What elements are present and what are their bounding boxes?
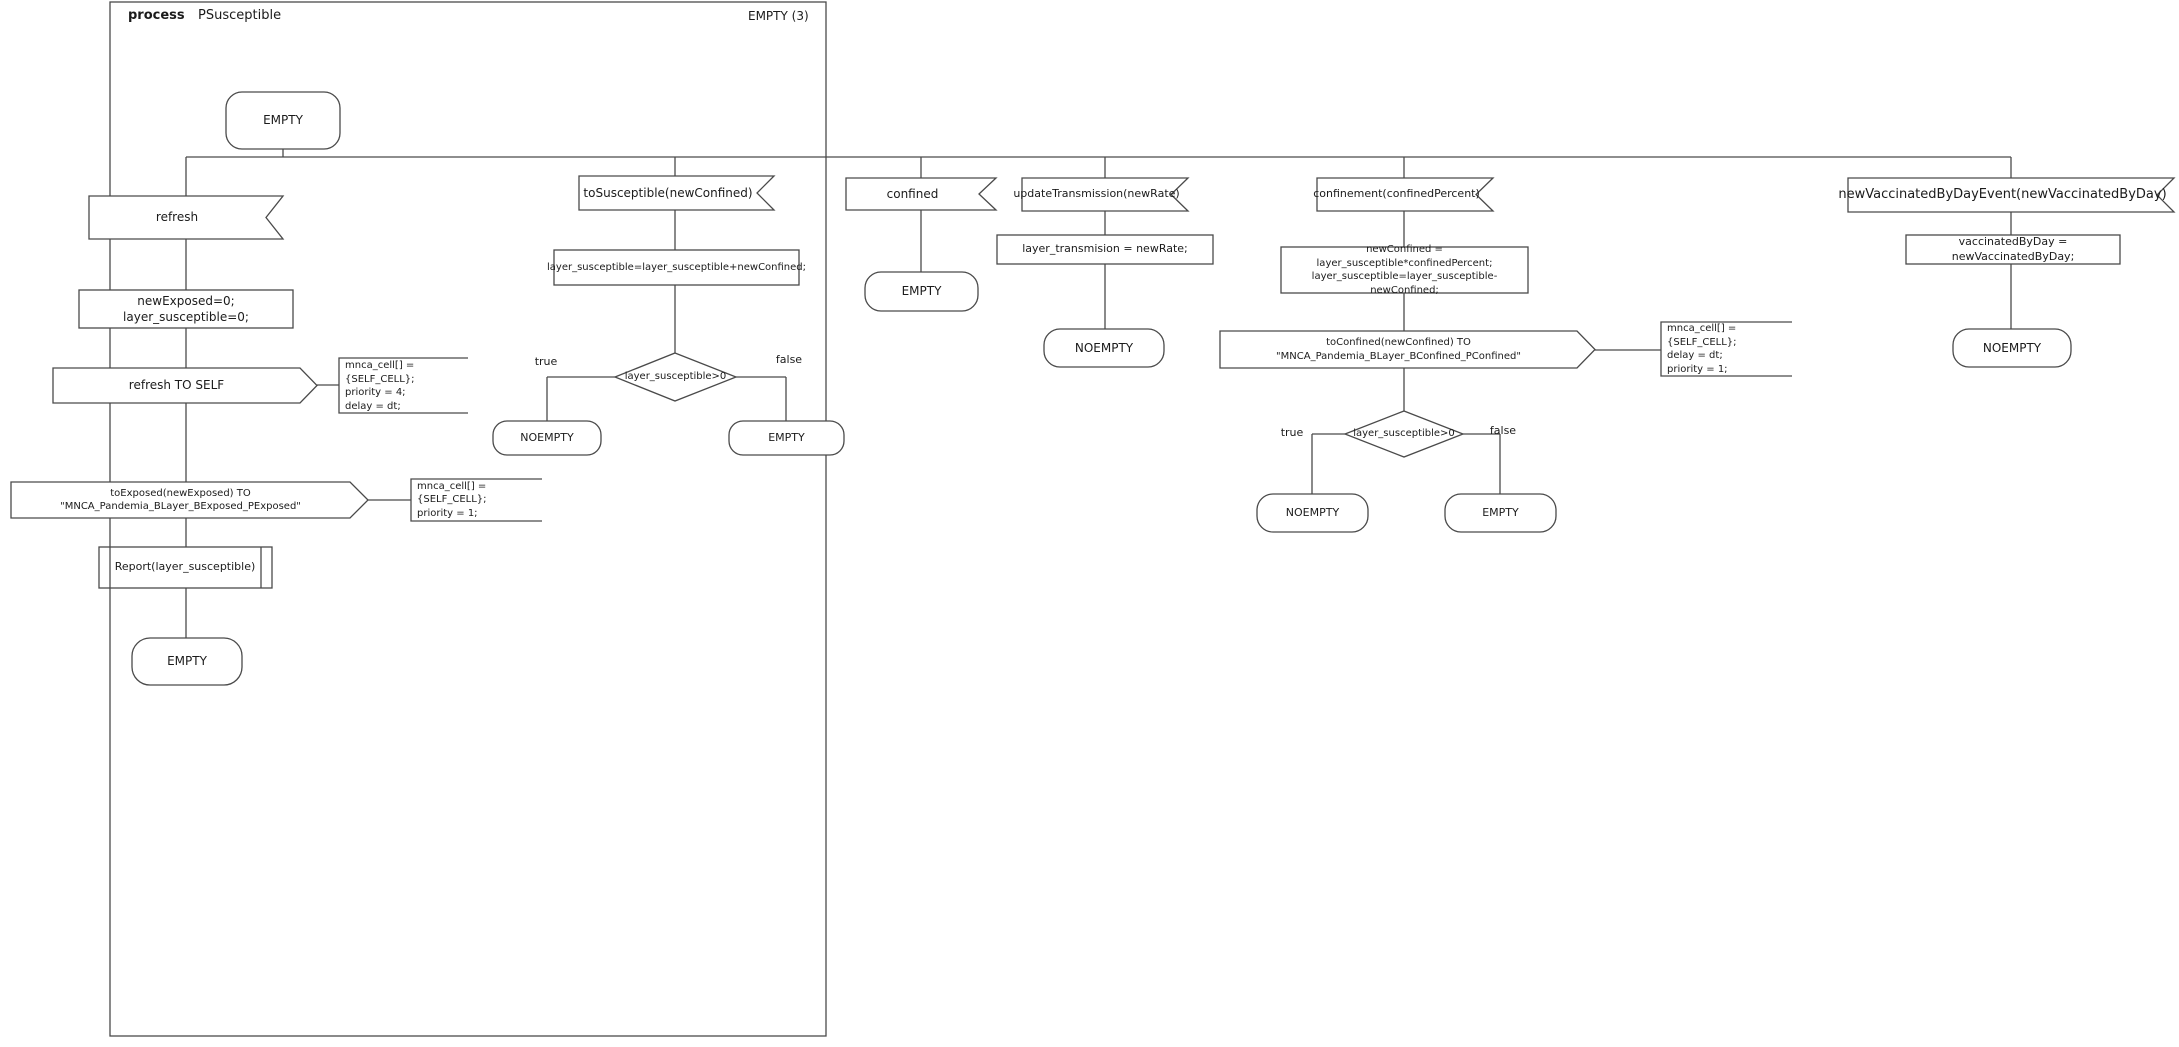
input-tosusceptible-shape[interactable]	[578, 175, 776, 211]
state-empty-1-shape[interactable]	[131, 637, 243, 686]
state-empty-2-shape[interactable]	[728, 420, 845, 456]
note-refresh-self-shape[interactable]	[338, 357, 468, 414]
state-noempty-1-shape[interactable]	[492, 420, 602, 456]
task-set-rate-shape[interactable]	[996, 234, 1214, 265]
input-confined-shape[interactable]	[845, 177, 998, 211]
task-init-shape[interactable]	[78, 289, 294, 329]
input-newvaccinated-shape[interactable]	[1847, 177, 2176, 213]
state-noempty-4-shape[interactable]	[1952, 328, 2072, 368]
send-toexposed-shape[interactable]	[10, 481, 369, 519]
decision-susceptible-2-shape[interactable]	[1343, 410, 1465, 458]
state-empty-4-shape[interactable]	[1444, 493, 1557, 533]
input-updatetransmission-shape[interactable]	[1021, 177, 1190, 212]
send-refresh-self-shape[interactable]	[52, 367, 318, 404]
note-toconfined-shape[interactable]	[1660, 321, 1792, 377]
process-frame[interactable]	[109, 1, 827, 1037]
input-refresh-shape[interactable]	[88, 195, 285, 240]
decision-susceptible-1-shape[interactable]	[613, 352, 738, 402]
connectors	[185, 149, 2012, 638]
state-empty-3-shape[interactable]	[864, 271, 979, 312]
procedure-report-shape[interactable]	[98, 546, 273, 589]
state-noempty-2-shape[interactable]	[1043, 328, 1165, 368]
task-confine-shape[interactable]	[1280, 246, 1529, 294]
task-set-vaccinated-shape[interactable]	[1905, 234, 2121, 265]
state-noempty-3-shape[interactable]	[1256, 493, 1369, 533]
send-toconfined-shape[interactable]	[1219, 330, 1596, 369]
start-state-shape[interactable]	[225, 91, 341, 150]
note-toexposed-shape[interactable]	[410, 478, 542, 522]
input-confinement-shape[interactable]	[1316, 177, 1495, 212]
task-add-confined-shape[interactable]	[553, 249, 800, 286]
